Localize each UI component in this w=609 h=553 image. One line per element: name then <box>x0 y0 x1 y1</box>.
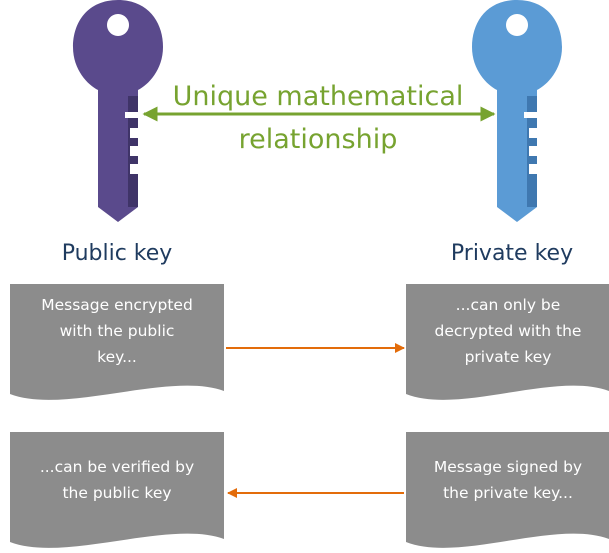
document-verify: ...can be verified by the public key <box>10 432 224 548</box>
document-line: key... <box>97 348 137 366</box>
document-line: ...can be verified by <box>40 458 194 476</box>
document-line: the public key <box>62 484 171 502</box>
relationship-label-line1: Unique mathematical <box>173 81 464 112</box>
document-decrypt: ...can only be decrypted with the privat… <box>406 284 609 400</box>
document-line: Message encrypted <box>41 296 193 314</box>
document-sign: Message signed by the private key... <box>406 432 609 548</box>
document-line: Message signed by <box>434 458 582 476</box>
public-key-icon <box>73 0 163 222</box>
document-line: private key <box>465 348 552 366</box>
document-line: ...can only be <box>456 296 561 314</box>
document-line: decrypted with the <box>435 322 582 340</box>
document-encrypt: Message encrypted with the public key... <box>10 284 224 400</box>
public-key-label: Public key <box>62 241 173 266</box>
document-line: with the public <box>60 322 175 340</box>
private-key-label: Private key <box>451 241 573 266</box>
relationship-label-line2: relationship <box>239 124 398 155</box>
document-line: the private key... <box>443 484 573 502</box>
private-key-icon <box>472 0 562 222</box>
